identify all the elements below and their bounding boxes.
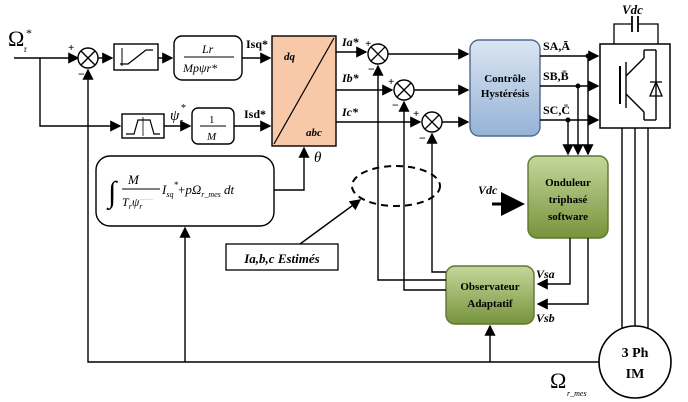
hysteresis-block: Contrôle Hystérésis	[469, 39, 541, 137]
speed-sum-junction: + −	[68, 42, 99, 81]
svg-text:∫ M/(Tr ψr*) Isq* + pΩr_mes dt: ∫ M/(Tr ψr*) Isq* + pΩr_mes dt	[139, 198, 153, 201]
svg-text:Mpψr*: Mpψr*	[182, 61, 217, 75]
gain-1m-block: 1 M	[191, 107, 235, 145]
sa-label: SA,Ā	[543, 39, 570, 53]
svg-text:−: −	[368, 62, 375, 76]
svg-text:Observateur: Observateur	[460, 281, 519, 293]
speed-limiter-block	[113, 43, 159, 71]
vdc-input-label: Vdc	[478, 183, 498, 197]
estimated-currents-label: Ia,b,c Estimés	[225, 243, 339, 271]
svg-text:Onduleur: Onduleur	[545, 177, 591, 189]
omega-ref-label: Ω r *	[8, 26, 32, 54]
gain-lr-block: Lr Mpψr*	[173, 35, 243, 81]
vdc-top-label: Vdc	[622, 2, 643, 17]
svg-text:abc: abc	[306, 127, 322, 139]
svg-text:1: 1	[209, 114, 215, 126]
svg-text:ψ: ψ	[170, 108, 180, 124]
sum-junction-c: + −	[413, 108, 443, 145]
adaptive-observer-block: Observateur Adaptatif	[445, 265, 535, 325]
svg-text:r: r	[24, 44, 27, 54]
dq-abc-block: dq abc	[271, 35, 337, 147]
svg-text:Contrôle: Contrôle	[484, 73, 526, 85]
theta-label: θ	[314, 150, 322, 166]
flux-ref-label: ψ r *	[170, 103, 186, 126]
ib-est-wire	[398, 100, 446, 291]
sb-label: SB,B̄	[543, 69, 569, 83]
isd-label: Isd*	[244, 107, 266, 121]
svg-text:*: *	[181, 103, 186, 114]
svg-text:Ω: Ω	[8, 26, 24, 51]
ib-label: Ib*	[341, 71, 360, 85]
induction-motor: 3 Ph IM	[598, 325, 672, 399]
theta-integral-block: ∫ M Trψr Isq*+pΩr_mes dt ∫ M/(Tr ψr*) Is…	[95, 155, 275, 227]
svg-text:IM: IM	[626, 367, 645, 382]
svg-text:−: −	[392, 98, 399, 112]
svg-text:Ia,b,c Estimés: Ia,b,c Estimés	[243, 251, 319, 266]
speed-feedback-wire	[82, 68, 599, 363]
sc-label: SC,C̄	[543, 103, 570, 117]
svg-text:Trψr: Trψr	[122, 195, 143, 211]
svg-text:−: −	[78, 67, 85, 81]
svg-text:∫: ∫	[106, 176, 118, 211]
isq-label: Isq*	[246, 37, 268, 51]
flux-branch-wire	[39, 58, 122, 132]
ia-est-wire	[372, 64, 446, 281]
power-inverter-block	[599, 43, 671, 129]
svg-text:Hystérésis: Hystérésis	[481, 88, 530, 100]
svg-text:r: r	[180, 117, 184, 126]
svg-text:software: software	[548, 211, 588, 223]
svg-text:r_mes: r_mes	[567, 389, 587, 398]
software-inverter-block: Onduleur triphasé software	[527, 155, 609, 239]
svg-text:+: +	[365, 38, 371, 50]
omega-meas-label: Ω r_mes	[550, 368, 587, 398]
ia-label: Ia*	[341, 35, 360, 49]
svg-text:+: +	[388, 76, 394, 88]
vsb-label: Vsb	[536, 311, 555, 325]
svg-text:triphasé: triphasé	[549, 194, 588, 206]
sum-junction-b: + −	[388, 76, 415, 112]
svg-text:Ω: Ω	[550, 368, 566, 393]
vsa-label: Vsa	[536, 267, 555, 281]
svg-text:3 Ph: 3 Ph	[622, 346, 649, 361]
svg-text:+: +	[413, 108, 419, 120]
theta-wire	[274, 146, 310, 191]
estimated-pointer	[299, 199, 362, 245]
flux-profile-block	[121, 113, 165, 139]
ic-label: Ic*	[341, 105, 359, 119]
svg-text:−: −	[419, 131, 426, 145]
svg-text:Adaptatif: Adaptatif	[467, 298, 513, 310]
estimated-currents-ellipse	[351, 165, 441, 207]
sum-junction-a: + −	[365, 38, 389, 76]
vsa-wire	[536, 238, 571, 290]
svg-text:Lr: Lr	[201, 42, 214, 56]
svg-text:dq: dq	[284, 51, 296, 63]
ic-est-wire	[426, 132, 446, 273]
vsb-wire	[536, 238, 589, 310]
svg-text:M: M	[127, 172, 140, 187]
svg-text:M: M	[206, 131, 217, 143]
svg-text:+: +	[68, 42, 74, 54]
dc-link-capacitor	[613, 16, 659, 44]
svg-text:*: *	[26, 26, 32, 40]
